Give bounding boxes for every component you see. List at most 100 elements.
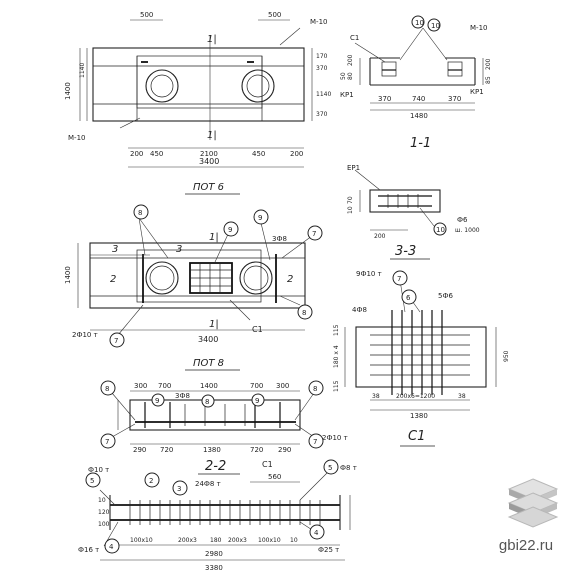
plan-bottom-bubble: 9: [228, 226, 232, 234]
section-3-3-dim: Ф6: [457, 216, 468, 224]
plan-bottom-bubble: 7: [114, 337, 118, 345]
section-1-1-dim: 200: [485, 58, 492, 70]
section-1-1-dim: КР1: [470, 88, 484, 96]
section-1-1-dim: 370: [378, 95, 391, 103]
stacked-slabs-icon: [507, 478, 559, 528]
plan-bottom-caption: ПОТ 8: [193, 358, 224, 369]
plan-top-dim: 500: [140, 11, 153, 19]
section-2-2-bubble: 3: [177, 485, 181, 493]
section-3-3-dim: 10: [347, 206, 354, 214]
cage-c1-dim: 180 х 4: [333, 345, 340, 368]
cage-c1-dim: 9Ф10 т: [356, 270, 382, 278]
section-2-2-dim: 200х3: [228, 537, 247, 544]
section-2-2-dim: 10: [98, 497, 106, 504]
plan-bottom-mark: 1|: [209, 232, 219, 243]
section-3-3-dim: 70: [347, 196, 354, 204]
elevation-bubble: 8: [205, 398, 209, 406]
elevation-bubble: 9: [155, 397, 159, 405]
section-1-1-dim: 200: [347, 54, 354, 66]
section-2-2-dim: 10: [290, 537, 298, 544]
plan-top-dim: 200: [130, 150, 143, 158]
cage-c1-bubble: 7: [397, 275, 401, 283]
elevation-dim: 720: [160, 446, 173, 454]
plan-top-dim: 450: [150, 150, 163, 158]
section-1-1: С1 10 10 М-10 80 200 50 200 85 370 740 3…: [340, 15, 492, 151]
plan-top-dim: 200: [290, 150, 303, 158]
section-1-1-dim: КР1: [340, 91, 354, 99]
section-2-2-dim: 100х10: [130, 537, 153, 544]
elevation-dim: 700: [158, 382, 171, 390]
cage-c1-dim: 38: [372, 393, 380, 400]
section-1-1-dim: М-10: [470, 24, 487, 32]
section-3-3-title: 3-3: [395, 244, 416, 259]
cage-c1-bubble: 6: [406, 294, 411, 302]
plan-bottom-dim: 1400: [64, 266, 72, 284]
plan-top-dim: М-10: [310, 18, 327, 26]
plan-bottom-dim: 3Ф8: [272, 235, 287, 243]
section-2-2-bubble: 4: [109, 543, 114, 551]
section-1-1-dim: 1480: [410, 112, 428, 120]
plan-bottom-dim: 3400: [198, 335, 218, 344]
elevation-dim: 1380: [203, 446, 221, 454]
section-2-2-dim: 3380: [205, 564, 223, 572]
section-2-2-dim: Ф16 т: [78, 546, 99, 554]
plan-bottom-bubble: 8: [138, 209, 142, 217]
plan-bottom-dim: С1: [252, 325, 263, 334]
section-1-1-dim: 80: [347, 72, 354, 80]
section-1-1-title: 1-1: [410, 136, 431, 151]
elevation-bubble: 8: [313, 385, 317, 393]
plan-top-section-mark: 1|: [207, 130, 217, 141]
section-2-2-dim: 120: [98, 509, 110, 516]
plan-bottom-mark: 3: [176, 244, 182, 255]
plan-top-view: 500 500 М-10 170 1400 1140 370 1140 370 …: [64, 11, 331, 195]
section-2-2-dim: 100: [98, 521, 110, 528]
plan-bottom-mark: 2: [287, 274, 293, 285]
plan-top-dim: 3400: [199, 157, 219, 166]
cage-c1-dim: 4Ф8: [352, 306, 367, 314]
section-2-2-bubble: 5: [90, 477, 94, 485]
section-1-1-bubble: 10: [415, 19, 424, 27]
elevation-dim: 290: [278, 446, 291, 454]
plan-bottom-view: 8 9 9 7 8 7 3 3 2 2 1| 1| 1400 3Ф8 2Ф10 …: [64, 204, 323, 371]
elevation-dim: 3Ф8: [175, 392, 190, 400]
cage-c1-dim: 38: [458, 393, 466, 400]
cage-c1-dim: 115: [333, 380, 340, 392]
plan-top-dim: 370: [316, 65, 328, 72]
section-3-3: ЕР1 200 70 10 Ф6 ш. 1000 10 3-3: [347, 164, 480, 260]
section-2-2: 5 2 3 5 4 4 Ф10 т Ф8 т 24Ф8 т 560 10 120…: [78, 459, 357, 572]
cage-c1-dim: 5Ф6: [438, 292, 453, 300]
section-2-2-bubble: 5: [328, 464, 332, 472]
section-2-2-dim: Ф10 т: [88, 466, 109, 474]
section-3-3-dim: ш. 1000: [455, 227, 480, 234]
section-2-2-dim: 560: [268, 473, 281, 481]
section-2-2-title: 2-2: [205, 459, 226, 474]
elevation-dim: 300: [134, 382, 147, 390]
plan-bottom-bubble: 8: [302, 309, 306, 317]
elevation-dim: 300: [276, 382, 289, 390]
elevation-bubble: 9: [255, 397, 259, 405]
section-2-2-bubble: 2: [149, 477, 153, 485]
section-3-3-dim: ЕР1: [347, 164, 360, 172]
plan-top-section-mark: 1|: [207, 34, 217, 45]
plan-bottom-dim: 2Ф10 т: [72, 331, 98, 339]
site-brand: gbi22.ru: [498, 537, 554, 554]
section-1-1-dim: 85: [485, 76, 492, 84]
elevation-dim: С1: [262, 460, 273, 469]
section-3-3-dim: 200: [374, 233, 386, 240]
section-2-2-dim: 2980: [205, 550, 223, 558]
elevation-bubble: 7: [313, 438, 317, 446]
plan-bottom-mark: 1|: [209, 319, 219, 330]
section-1-1-dim: С1: [350, 34, 359, 42]
elevation-view: 8 9 8 9 8 7 7 300 700 1400 700 300 3Ф8 2…: [100, 380, 348, 469]
plan-top-dim: 450: [252, 150, 265, 158]
cage-c1-title: С1: [408, 429, 425, 444]
plan-bottom-mark: 3: [112, 244, 118, 255]
section-1-1-dim: 370: [448, 95, 461, 103]
section-1-1-bubble: 10: [431, 22, 440, 30]
section-1-1-dim: 740: [412, 95, 425, 103]
plan-top-dim: 170: [316, 53, 328, 60]
elevation-dim: 1400: [200, 382, 218, 390]
cage-c1-dim: 115: [333, 324, 340, 336]
plan-bottom-mark: 2: [110, 274, 116, 285]
